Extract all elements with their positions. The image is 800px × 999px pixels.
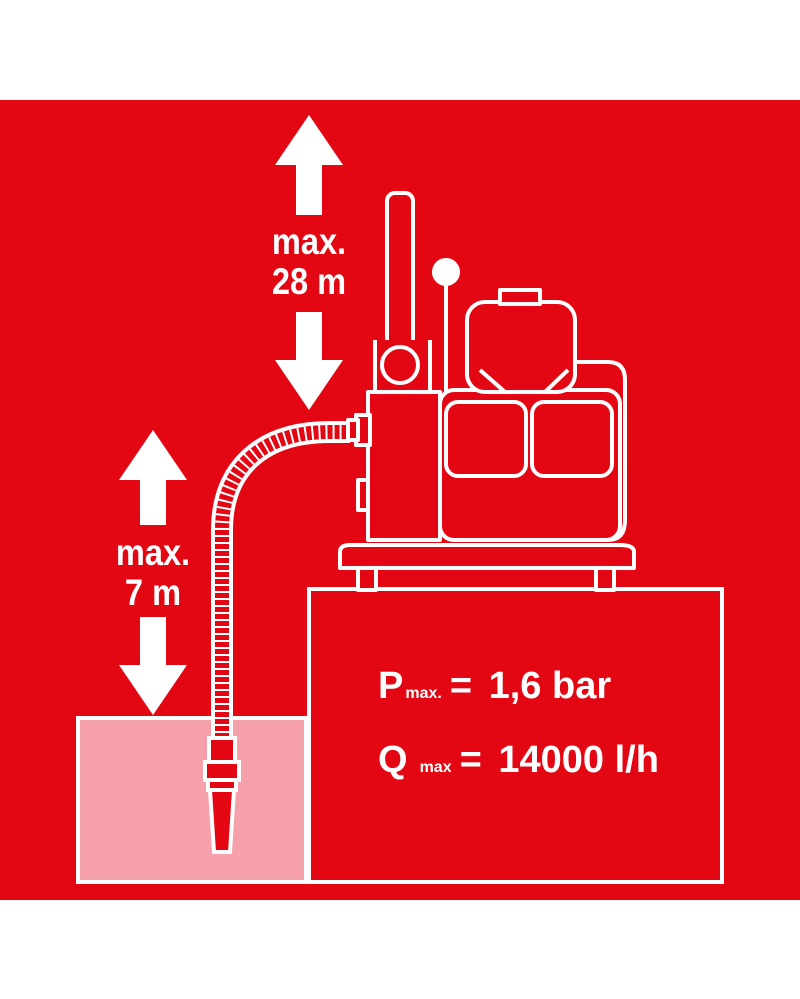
flow-value: 14000 l/h <box>498 739 659 781</box>
pressure-symbol: P <box>378 665 404 707</box>
down-arrow-icon <box>275 312 343 410</box>
flow-symbol: Q <box>378 739 408 781</box>
delivery-height-line1: max. <box>271 221 347 262</box>
water-pump-icon <box>338 191 636 592</box>
water-tank <box>76 716 308 884</box>
delivery-height-label: max. 28 m <box>252 222 366 302</box>
up-arrow-icon <box>119 430 187 525</box>
pressure-value: 1,6 bar <box>488 665 612 707</box>
base-box <box>307 587 724 884</box>
suction-hose-icon <box>211 421 350 740</box>
down-arrow-icon <box>119 617 187 715</box>
suction-height-line2: 7 m <box>124 572 182 613</box>
pressure-subscript: max. <box>405 685 442 702</box>
delivery-height-line2: 28 m <box>271 261 347 302</box>
flow-equals: = <box>459 739 482 781</box>
suction-height-line1: max. <box>115 532 191 573</box>
suction-height-label: max. 7 m <box>96 533 210 613</box>
strainer-icon <box>203 736 241 854</box>
flow-subscript: max <box>419 759 452 776</box>
pressure-equals: = <box>449 665 473 707</box>
up-arrow-icon <box>275 115 343 215</box>
